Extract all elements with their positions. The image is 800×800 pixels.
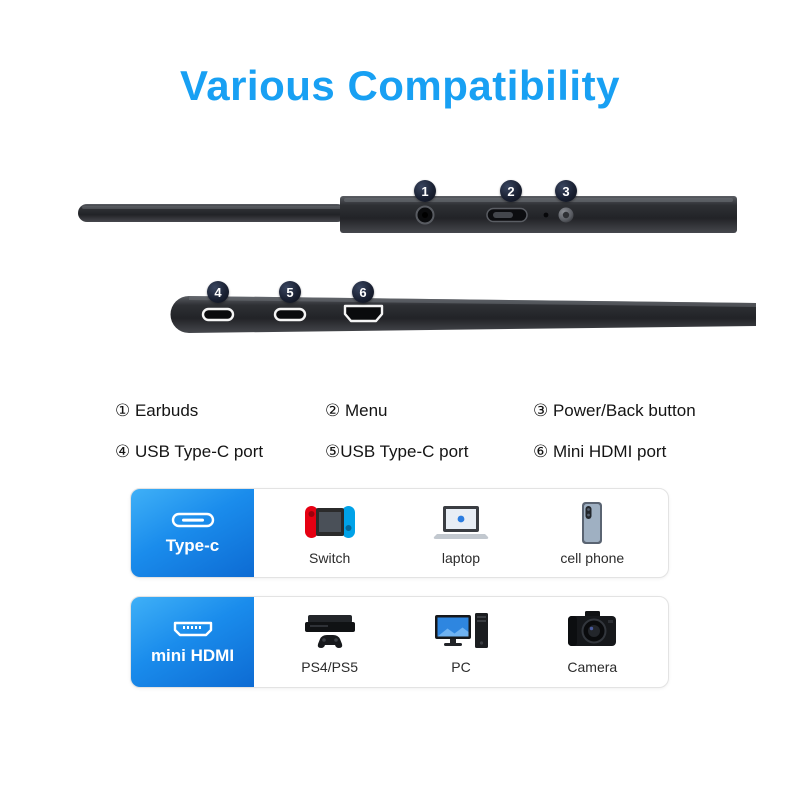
mini-hdmi-port-icon bbox=[343, 304, 384, 323]
legend-mini-hdmi: ⑥ Mini HDMI port bbox=[533, 442, 667, 461]
legend-usbc-5: ⑤USB Type-C port bbox=[325, 442, 469, 461]
type-c-devices: Switch laptop cell ph bbox=[254, 489, 668, 577]
callout-badge-1: 1 bbox=[414, 180, 436, 202]
monitor-ports-illustration bbox=[78, 196, 756, 333]
device-ps4-ps5: PS4/PS5 bbox=[274, 610, 386, 675]
device-name-cell-phone: cell phone bbox=[560, 549, 625, 566]
usb-c-connector-icon bbox=[171, 512, 214, 527]
device-camera: Camera bbox=[536, 610, 648, 675]
page-title: Various Compatibility bbox=[180, 62, 620, 109]
device-pc: PC bbox=[405, 610, 517, 675]
mic-hole-icon bbox=[543, 212, 549, 218]
hdmi-connector-icon bbox=[173, 621, 212, 636]
legend-earbuds: ① Earbuds bbox=[115, 401, 199, 420]
device-switch: Switch bbox=[274, 501, 386, 566]
earbud-jack-icon bbox=[415, 205, 435, 225]
mini-hdmi-label: mini HDMI bbox=[131, 597, 254, 687]
camera-icon bbox=[568, 610, 617, 646]
mini-hdmi-devices: PS4/PS5 PC bbox=[254, 597, 668, 687]
device-name-pc: PC bbox=[451, 658, 471, 675]
callout-badge-4: 4 bbox=[207, 281, 229, 303]
callout-badge-3: 3 bbox=[555, 180, 577, 202]
mini-hdmi-compatibility-card: mini HDMI PS4/PS5 bbox=[130, 596, 669, 688]
callout-badge-5: 5 bbox=[279, 281, 301, 303]
legend-menu: ② Menu bbox=[325, 401, 388, 420]
menu-slider-icon bbox=[486, 207, 528, 223]
usb-c-port-1-icon bbox=[201, 307, 235, 322]
switch-icon bbox=[304, 505, 355, 538]
mini-hdmi-label-text: mini HDMI bbox=[150, 645, 235, 665]
power-button-icon bbox=[558, 207, 574, 223]
callout-badge-6: 6 bbox=[352, 281, 374, 303]
device-name-ps4-ps5: PS4/PS5 bbox=[301, 658, 359, 675]
device-name-switch: Switch bbox=[309, 549, 351, 566]
usb-c-port-2-icon bbox=[273, 307, 307, 322]
desktop-pc-icon bbox=[434, 612, 488, 648]
device-name-camera: Camera bbox=[567, 658, 618, 675]
type-c-label-text: Type-c bbox=[165, 535, 220, 555]
laptop-icon bbox=[433, 505, 489, 539]
cell-phone-icon bbox=[582, 501, 603, 544]
device-laptop: laptop bbox=[405, 501, 517, 566]
game-console-icon bbox=[304, 614, 355, 648]
legend-usbc-4: ④ USB Type-C port bbox=[115, 442, 264, 461]
bottom-edge-bar bbox=[170, 296, 756, 333]
callout-badge-2: 2 bbox=[500, 180, 522, 202]
legend-power-back: ③ Power/Back button bbox=[533, 401, 696, 420]
type-c-compatibility-card: Type-c Switch bbox=[130, 488, 669, 578]
device-cell-phone: cell phone bbox=[536, 501, 648, 566]
type-c-label: Type-c bbox=[131, 489, 254, 577]
device-name-laptop: laptop bbox=[441, 549, 481, 566]
top-edge-bar bbox=[78, 196, 737, 233]
